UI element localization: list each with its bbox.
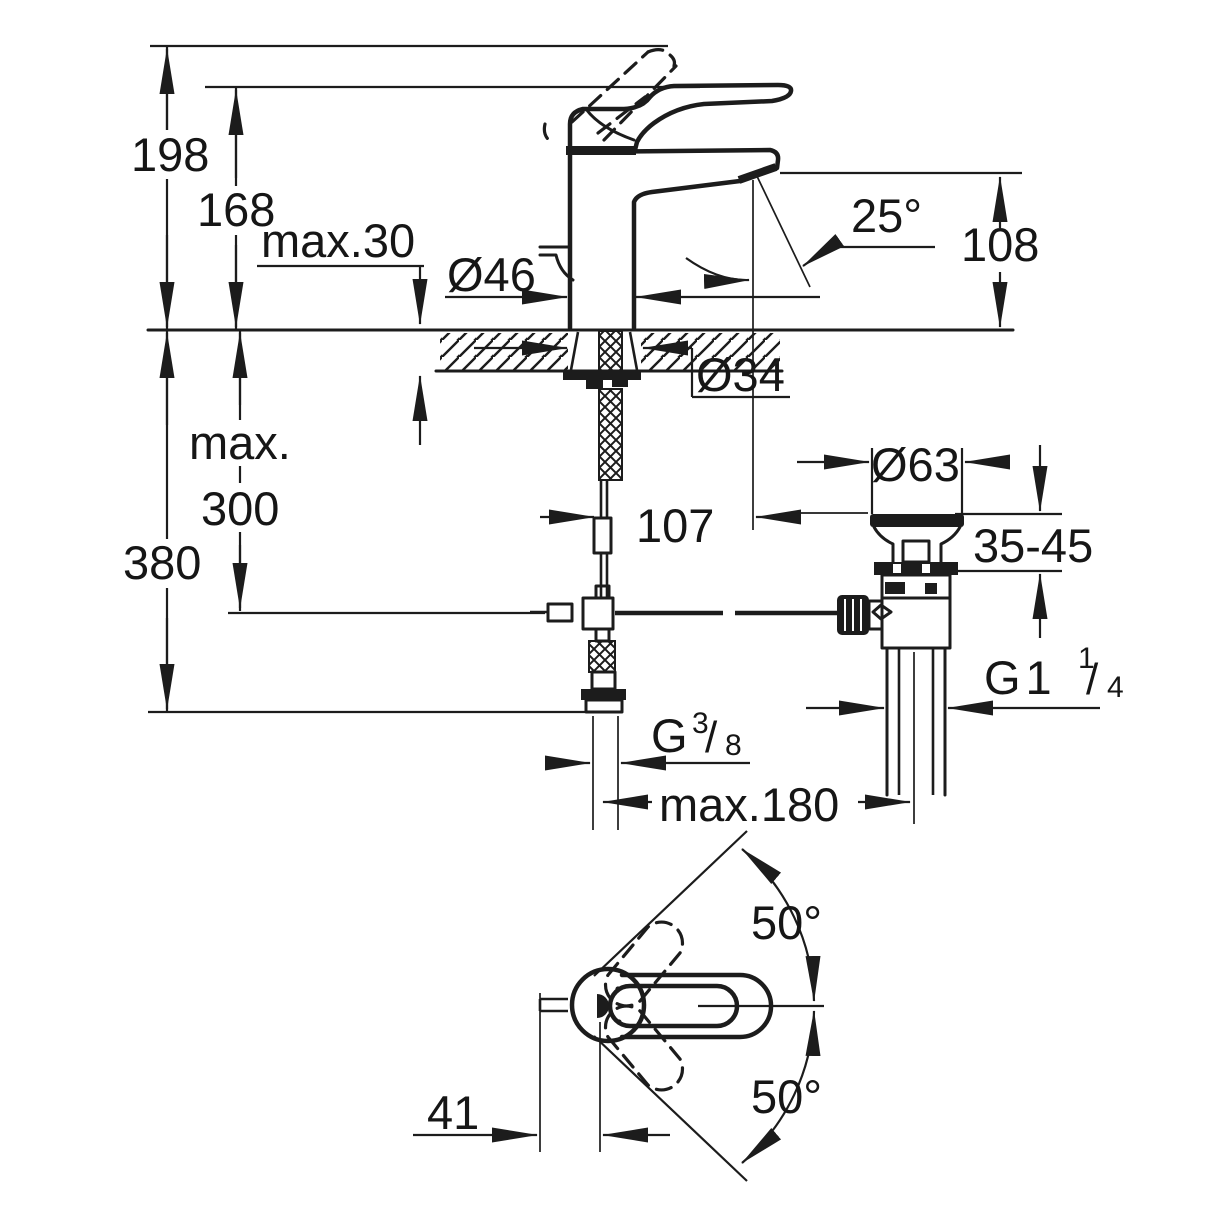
dim-label-300: 300	[201, 482, 279, 535]
dim-label-max180: max.180	[659, 778, 839, 831]
rod-cross-joint	[581, 596, 615, 631]
dim-install-depth: 380	[117, 330, 211, 712]
dim-label-50-lower: 50°	[751, 1070, 822, 1123]
faucet-base-top	[569, 966, 647, 1044]
dim-swivel-angles: 50° 50°	[593, 830, 822, 1182]
dim-body-diameter: Ø46	[445, 248, 820, 305]
dim-label-41: 41	[427, 1086, 479, 1139]
front-view: 198 168 380 max. 300	[117, 44, 1124, 831]
dim-stream-angle: 25°	[685, 171, 935, 289]
faucet-body	[538, 146, 781, 331]
popup-pull-rod	[538, 245, 575, 282]
dim-label-g1: G1	[984, 651, 1057, 704]
drain-assembly	[837, 448, 964, 824]
rod-lever-end	[546, 602, 574, 623]
dim-label-g1-sub: 4	[1107, 671, 1124, 704]
dim-label-50-upper: 50°	[751, 896, 822, 949]
under-deck-assembly	[530, 330, 838, 714]
dim-label-g38-sup: 3	[692, 707, 709, 740]
dim-spout-reach: 107	[540, 499, 801, 552]
dim-spout-height: 108	[961, 176, 1039, 328]
dim-handle-offset: 41	[413, 993, 670, 1152]
mounting-washer	[563, 371, 641, 380]
dim-supply-thread: G 3 / 8	[545, 707, 750, 830]
drain-flange	[870, 514, 964, 527]
dim-label-g38-sub: 8	[725, 729, 742, 762]
hose-nut	[581, 689, 626, 700]
rod-ball-joint	[871, 603, 893, 621]
cartridge-mark	[597, 994, 609, 1018]
dim-label-168: 168	[197, 183, 275, 236]
top-view: 50° 50° 41	[413, 830, 824, 1182]
spout-outlet-top	[538, 997, 568, 1013]
supply-hose-upper	[598, 388, 623, 481]
dim-label-198: 198	[131, 128, 209, 181]
cartridge-joint	[566, 146, 636, 155]
dim-label-d63: Ø63	[871, 438, 960, 491]
reference-lines	[146, 44, 1022, 714]
mounting-nut	[586, 380, 603, 389]
dim-label-g38: G	[651, 709, 688, 762]
dim-rod-reach: max.180	[602, 778, 911, 831]
dim-basin-thickness: 35-45	[948, 445, 1093, 638]
dim-label-g1-sup: 1	[1078, 642, 1095, 675]
dim-total-height: 198	[126, 46, 216, 330]
dim-label-380: 380	[123, 536, 201, 589]
mounting-deck	[440, 331, 780, 371]
dim-label-108: 108	[961, 218, 1039, 271]
supply-hose-lower	[588, 640, 616, 673]
rod-connector	[592, 516, 613, 555]
dim-handle-height: 168	[192, 87, 282, 330]
dim-drain-flange-diameter: Ø63	[797, 438, 1010, 491]
dim-hose-depth: max. 300	[183, 330, 299, 611]
handle-swivel-positions	[603, 920, 685, 1092]
faucet-handle-raised	[542, 48, 678, 145]
dim-label-max30: max.30	[261, 214, 415, 267]
aerator	[737, 163, 778, 184]
dim-label-g38-slash: /	[705, 713, 718, 762]
dim-label-25deg: 25°	[851, 189, 922, 242]
dim-label-d46: Ø46	[447, 248, 536, 301]
dim-label-35-45: 35-45	[973, 519, 1093, 572]
dim-label-g1-slash: /	[1086, 655, 1099, 704]
dim-label-max: max.	[189, 416, 291, 469]
dim-deck-thickness: max.30	[257, 214, 428, 445]
drain-washer	[874, 562, 958, 575]
drain-tailpipe	[885, 646, 947, 824]
dim-label-107: 107	[636, 499, 714, 552]
dim-drain-thread: G1 1 / 4	[806, 642, 1124, 716]
